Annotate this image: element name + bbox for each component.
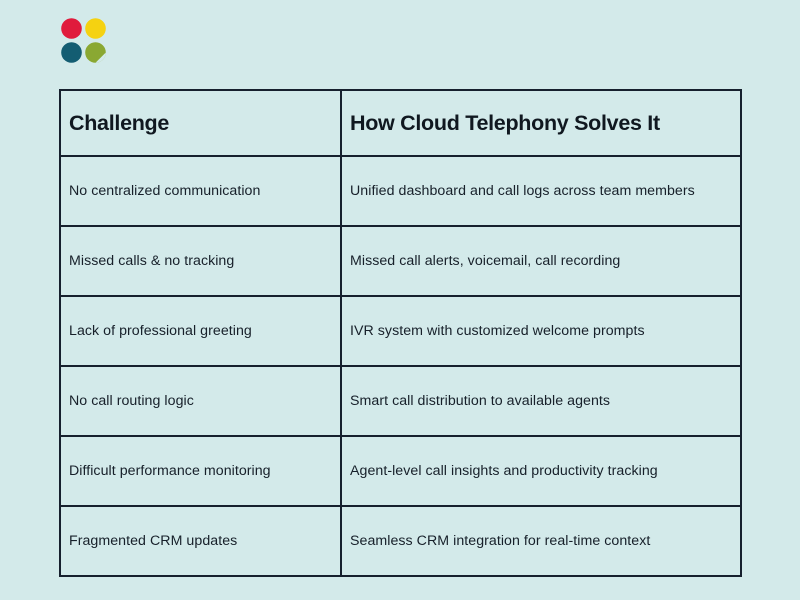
cell-solution: IVR system with customized welcome promp…	[340, 295, 742, 367]
cell-challenge: Lack of professional greeting	[59, 295, 342, 367]
logo-red-circle-icon	[61, 18, 82, 39]
cell-challenge: No call routing logic	[59, 365, 342, 437]
logo-yellow-circle-icon	[85, 18, 106, 39]
table-row: Difficult performance monitoring Agent-l…	[59, 435, 742, 507]
cell-solution: Seamless CRM integration for real-time c…	[340, 505, 742, 577]
challenge-solution-table: Challenge How Cloud Telephony Solves It …	[59, 89, 742, 577]
cell-challenge: Fragmented CRM updates	[59, 505, 342, 577]
table-row: No call routing logic Smart call distrib…	[59, 365, 742, 437]
four-dot-leaf-logo-icon	[61, 18, 106, 63]
table-row: No centralized communication Unified das…	[59, 155, 742, 227]
cell-solution: Smart call distribution to available age…	[340, 365, 742, 437]
table-header-row: Challenge How Cloud Telephony Solves It	[59, 89, 742, 157]
cell-solution: Unified dashboard and call logs across t…	[340, 155, 742, 227]
logo-teal-circle-icon	[61, 42, 82, 63]
column-header-solution: How Cloud Telephony Solves It	[340, 89, 742, 157]
cell-solution: Agent-level call insights and productivi…	[340, 435, 742, 507]
cell-challenge: Difficult performance monitoring	[59, 435, 342, 507]
table-row: Missed calls & no tracking Missed call a…	[59, 225, 742, 297]
table-row: Lack of professional greeting IVR system…	[59, 295, 742, 367]
table-row: Fragmented CRM updates Seamless CRM inte…	[59, 505, 742, 577]
cell-challenge: Missed calls & no tracking	[59, 225, 342, 297]
cell-solution: Missed call alerts, voicemail, call reco…	[340, 225, 742, 297]
brand-logo	[59, 16, 109, 66]
cell-challenge: No centralized communication	[59, 155, 342, 227]
column-header-challenge: Challenge	[59, 89, 342, 157]
